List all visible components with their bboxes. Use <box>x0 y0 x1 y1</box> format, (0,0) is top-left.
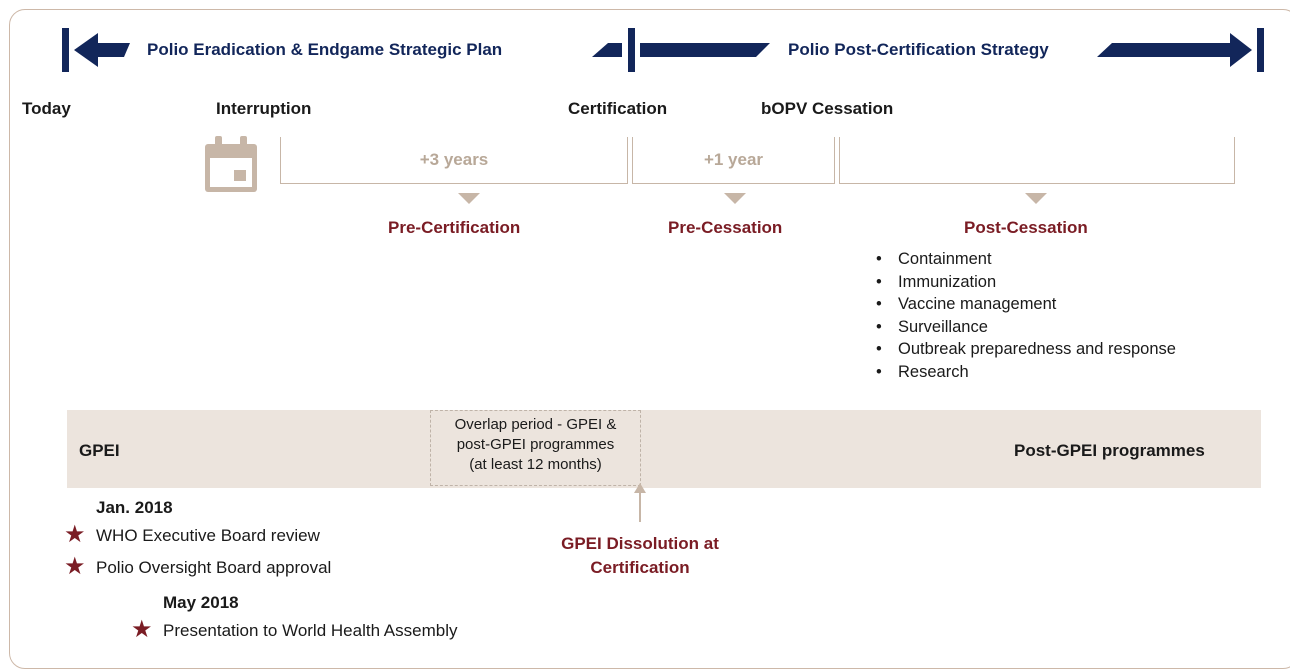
review-item-1: WHO Executive Board review <box>96 526 320 545</box>
dissolution-line-1: GPEI Dissolution at <box>561 534 719 553</box>
phase-pre-certification: Pre-Certification <box>388 218 521 237</box>
phase-box-pre-certification: +3 years <box>280 137 628 184</box>
milestone-today: Today <box>22 99 71 118</box>
list-item: •Outbreak preparedness and response <box>876 340 1176 359</box>
overlap-line-2: post-GPEI programmes <box>456 436 615 453</box>
calendar-icon <box>205 136 257 192</box>
caret-pre-cessation <box>724 193 746 204</box>
gpei-band <box>67 410 1261 488</box>
strategy-arrows <box>62 28 1264 72</box>
list-item: •Surveillance <box>876 317 988 336</box>
caret-pre-certification <box>458 193 480 204</box>
band-left-label: GPEI <box>79 441 120 460</box>
left-arrow-icon <box>74 33 130 67</box>
list-item: •Immunization <box>876 272 997 291</box>
strategy-left-label: Polio Eradication & Endgame Strategic Pl… <box>147 40 503 59</box>
left-trapezoid <box>592 43 622 57</box>
duration-pre-certification: +3 years <box>419 150 489 169</box>
overlap-period-box: Overlap period - GPEI & post-GPEI progra… <box>430 410 641 486</box>
star-icon: ★ <box>64 553 86 580</box>
middle-trapezoid <box>640 43 770 57</box>
overlap-line-3: (at least 12 months) <box>469 456 602 473</box>
star-icon: ★ <box>131 616 153 643</box>
phase-pre-cessation: Pre-Cessation <box>668 218 783 237</box>
right-arrow-icon <box>1097 33 1252 67</box>
band-right-label: Post-GPEI programmes <box>1014 441 1205 460</box>
phase-post-cessation: Post-Cessation <box>964 218 1088 237</box>
list-item: •Vaccine management <box>876 295 1057 314</box>
right-end-bar <box>1257 28 1264 72</box>
dissolution-label: GPEI Dissolution at Certification <box>533 532 747 580</box>
up-arrow-icon <box>634 483 646 522</box>
phase-box-pre-cessation: +1 year <box>632 137 835 184</box>
review-item-2: Polio Oversight Board approval <box>96 558 332 577</box>
middle-bar <box>628 28 635 72</box>
review-date-1: Jan. 2018 <box>96 498 173 517</box>
overlap-line-1: Overlap period - GPEI & <box>454 416 617 433</box>
list-item: •Containment <box>876 250 992 268</box>
review-date-2: May 2018 <box>163 593 239 612</box>
milestone-certification: Certification <box>568 99 668 118</box>
milestone-interruption: Interruption <box>216 99 312 118</box>
star-icon: ★ <box>64 521 86 548</box>
milestone-cessation: bOPV Cessation <box>761 99 894 118</box>
left-end-bar <box>62 28 69 72</box>
caret-post-cessation <box>1025 193 1047 204</box>
post-cessation-list: •Containment •Immunization •Vaccine mana… <box>876 248 1176 384</box>
phase-box-post-cessation <box>839 137 1235 184</box>
list-item: •Research <box>876 362 969 381</box>
dissolution-line-2: Certification <box>590 558 690 577</box>
strategy-right-label: Polio Post-Certification Strategy <box>788 40 1049 59</box>
review-item-3: Presentation to World Health Assembly <box>163 621 458 640</box>
duration-pre-cessation: +1 year <box>703 150 764 169</box>
